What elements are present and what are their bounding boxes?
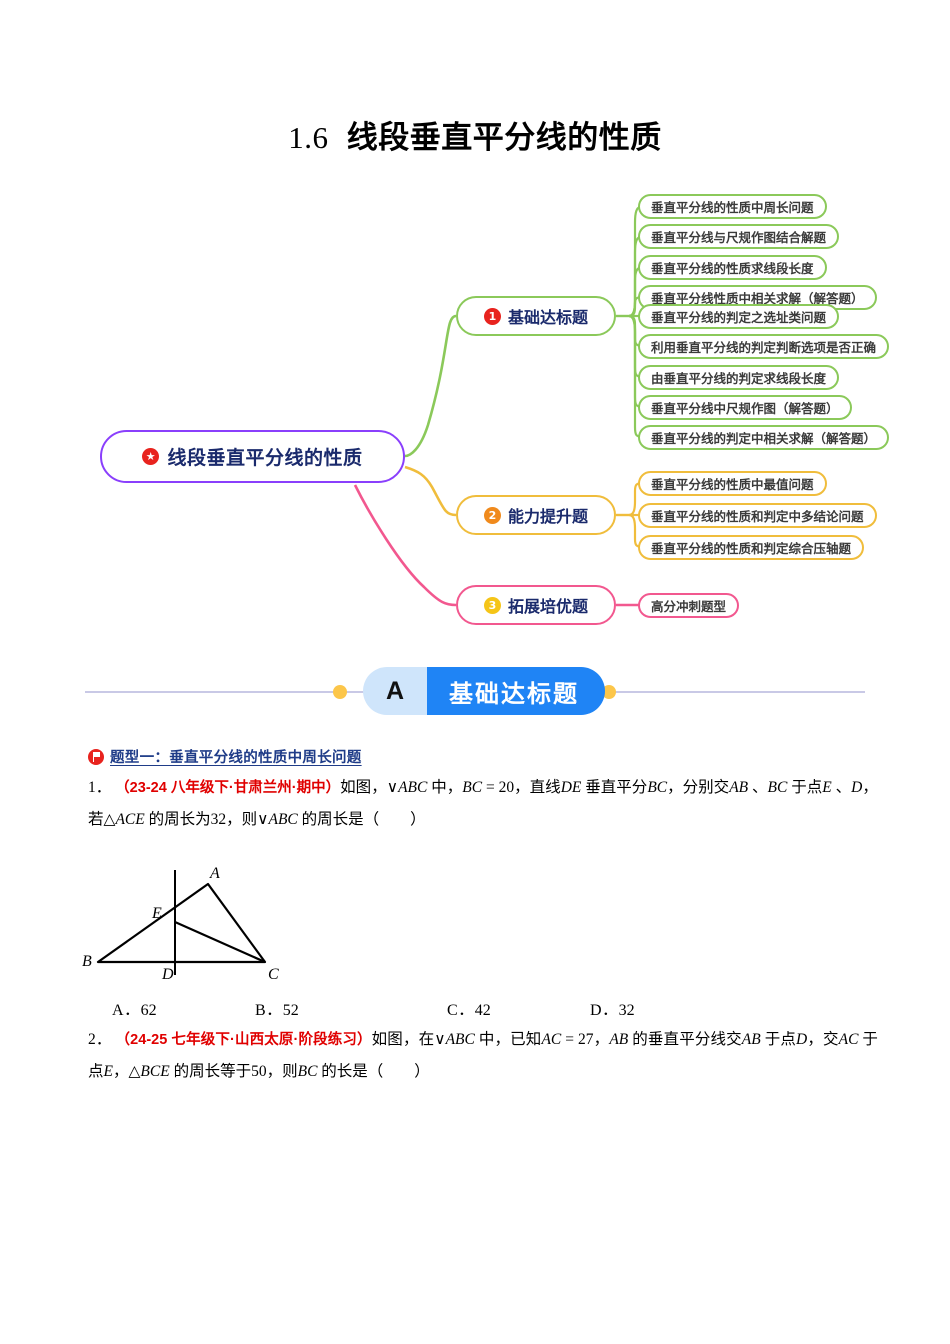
- option-a[interactable]: A．62: [112, 996, 157, 1020]
- option-c[interactable]: C．42: [447, 996, 491, 1020]
- option-b-value: 52: [282, 1002, 299, 1019]
- svg-text:B: B: [82, 953, 92, 970]
- banner-dot-right: [602, 685, 616, 699]
- mindmap: ★ 线段垂直平分线的性质 1 基础达标题 2 能力提升题 3 拓展培优题 垂直平…: [0, 175, 950, 645]
- question-2-number: 2．: [88, 1031, 112, 1048]
- question-1: 1． （23-24 八年级下·甘肃兰州·期中）如图，∨ABC 中，BC = 20…: [88, 772, 878, 835]
- option-c-label: C．: [447, 1002, 475, 1019]
- mindmap-leaf[interactable]: 利用垂直平分线的判定判断选项是否正确: [638, 334, 890, 359]
- option-d-value: 32: [618, 1002, 635, 1019]
- mindmap-leaf[interactable]: 高分冲刺题型: [638, 593, 740, 618]
- title-number: 1.6: [288, 120, 329, 155]
- question-type-heading: 题型一：垂直平分线的性质中周长问题: [88, 746, 362, 767]
- question-1-source: （23-24 八年级下·甘肃兰州·期中）: [115, 780, 341, 796]
- mindmap-root-label: 线段垂直平分线的性质: [167, 448, 363, 469]
- svg-text:D: D: [161, 966, 174, 980]
- question-2-body: 如图，在∨ABC 中，已知AC = 27，AB 的垂直平分线交AB 于点D，交A…: [88, 1030, 878, 1080]
- option-a-label: A．: [112, 1002, 141, 1019]
- banner-label: 基础达标题: [427, 667, 605, 715]
- question-1-number: 1．: [88, 779, 112, 796]
- mindmap-branch-2[interactable]: 2 能力提升题: [456, 495, 616, 535]
- branch-1-label: 基础达标题: [507, 310, 588, 327]
- svg-text:A: A: [209, 865, 220, 882]
- option-c-value: 42: [474, 1002, 491, 1019]
- geometry-diagram: A E B D C: [82, 865, 279, 983]
- mindmap-leaf[interactable]: 垂直平分线的性质中最值问题: [638, 471, 827, 496]
- banner-pill: A 基础达标题: [363, 667, 605, 715]
- mindmap-leaf[interactable]: 垂直平分线与尺规作图结合解题: [638, 224, 840, 249]
- mindmap-leaf[interactable]: 垂直平分线的性质和判定综合压轴题: [638, 535, 865, 560]
- mindmap-leaf[interactable]: 垂直平分线的性质和判定中多结论问题: [638, 503, 877, 528]
- option-b[interactable]: B．52: [255, 996, 299, 1020]
- question-2-source: （24-25 七年级下·山西太原·阶段练习）: [115, 1032, 372, 1048]
- branch-2-label: 能力提升题: [507, 509, 588, 526]
- mindmap-root-node[interactable]: ★ 线段垂直平分线的性质: [100, 430, 405, 483]
- star-icon: ★: [142, 448, 160, 465]
- page-title: 1.6 线段垂直平分线的性质: [0, 112, 950, 157]
- mindmap-leaf[interactable]: 垂直平分线的判定之选址类问题: [638, 304, 840, 329]
- mindmap-leaf[interactable]: 垂直平分线的性质中周长问题: [638, 194, 827, 219]
- mindmap-leaf[interactable]: 垂直平分线的判定中相关求解（解答题）: [638, 425, 890, 450]
- question-1-body: 如图，∨ABC 中，BC = 20，直线DE 垂直平分BC，分别交AB 、BC …: [88, 778, 878, 828]
- question-1-figure: A E B D C: [80, 862, 310, 983]
- question-2: 2． （24-25 七年级下·山西太原·阶段练习）如图，在∨ABC 中，已知AC…: [88, 1024, 878, 1087]
- mindmap-leaf[interactable]: 垂直平分线的性质求线段长度: [638, 255, 827, 280]
- option-d-label: D．: [590, 1002, 619, 1019]
- svg-text:E: E: [151, 905, 162, 922]
- banner-dot-left: [333, 685, 347, 699]
- mindmap-branch-1[interactable]: 1 基础达标题: [456, 296, 616, 336]
- option-b-label: B．: [255, 1002, 283, 1019]
- branch-1-badge: 1: [483, 307, 501, 325]
- branch-2-badge: 2: [483, 506, 501, 524]
- branch-3-label: 拓展培优题: [507, 599, 588, 616]
- mindmap-leaf[interactable]: 垂直平分线中尺规作图（解答题）: [638, 395, 852, 420]
- option-a-value: 62: [140, 1002, 157, 1019]
- question-type-label: 题型一：垂直平分线的性质中周长问题: [110, 750, 362, 766]
- banner-letter: A: [363, 667, 427, 715]
- mindmap-leaf[interactable]: 由垂直平分线的判定求线段长度: [638, 365, 840, 390]
- section-banner: A 基础达标题: [0, 664, 950, 720]
- mindmap-branch-3[interactable]: 3 拓展培优题: [456, 585, 616, 625]
- option-d[interactable]: D．32: [590, 996, 635, 1020]
- svg-text:C: C: [268, 966, 279, 980]
- branch-3-badge: 3: [483, 596, 501, 614]
- flag-icon: [88, 748, 104, 765]
- title-text: 线段垂直平分线的性质: [346, 120, 662, 155]
